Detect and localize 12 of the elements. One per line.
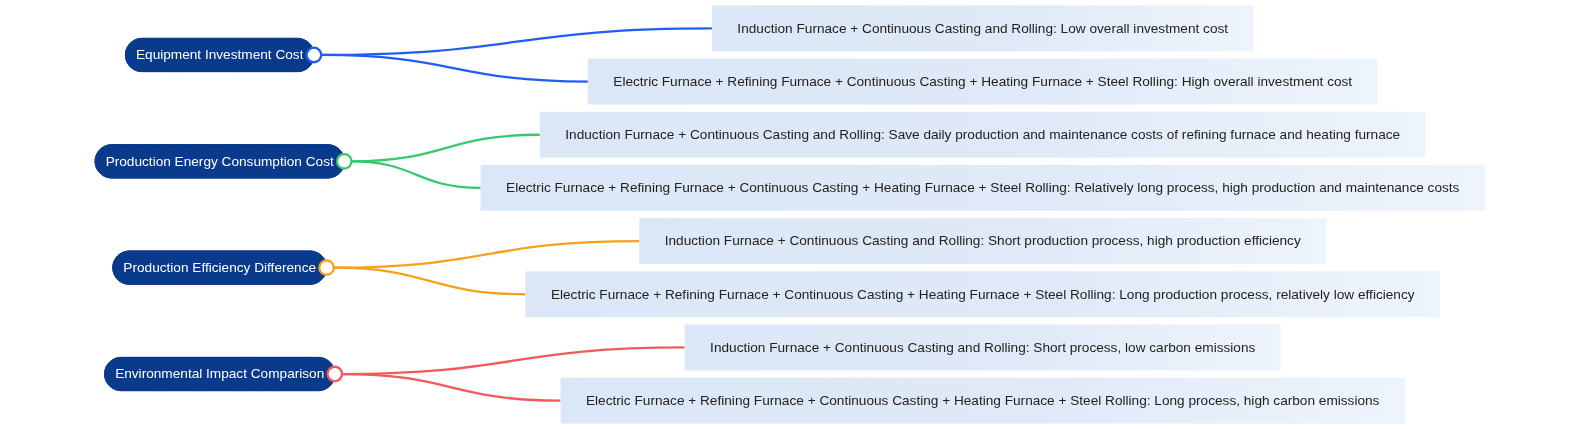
connector	[321, 53, 588, 83]
node-box: Induction Furnace + Continuous Casting and Rolling: Low overall investment cost	[711, 5, 1254, 52]
node-box: Induction Furnace + Continuous Casting and Rolling: Short production process, high production efficiency	[639, 218, 1327, 265]
node-box: Electric Furnace + Refining Furnace + Continuous Casting + Heating Furnace + Steel Rolling: Long production process, relatively low efficiency	[525, 271, 1440, 318]
connector	[351, 160, 481, 190]
connector	[333, 266, 526, 296]
node-box: Electric Furnace + Refining Furnace + Continuous Casting + Heating Furnace + Steel Rolling: Long process, high carbon emissions	[560, 377, 1405, 424]
node-box: Electric Furnace + Refining Furnace + Continuous Casting + Heating Furnace + Steel Rolling: High overall investment cost	[587, 58, 1378, 105]
node-box: Induction Furnace + Continuous Casting and Rolling: Save daily production and maintenance costs of refining furnace and heating furnace	[539, 111, 1426, 158]
connector	[342, 372, 561, 402]
node-box: Electric Furnace + Refining Furnace + Continuous Casting + Heating Furnace + Steel Rolling: Relatively long process, high production and maintenance costs	[480, 164, 1485, 211]
node-box: Induction Furnace + Continuous Casting and Rolling: Short process, low carbon emissions	[684, 324, 1281, 371]
